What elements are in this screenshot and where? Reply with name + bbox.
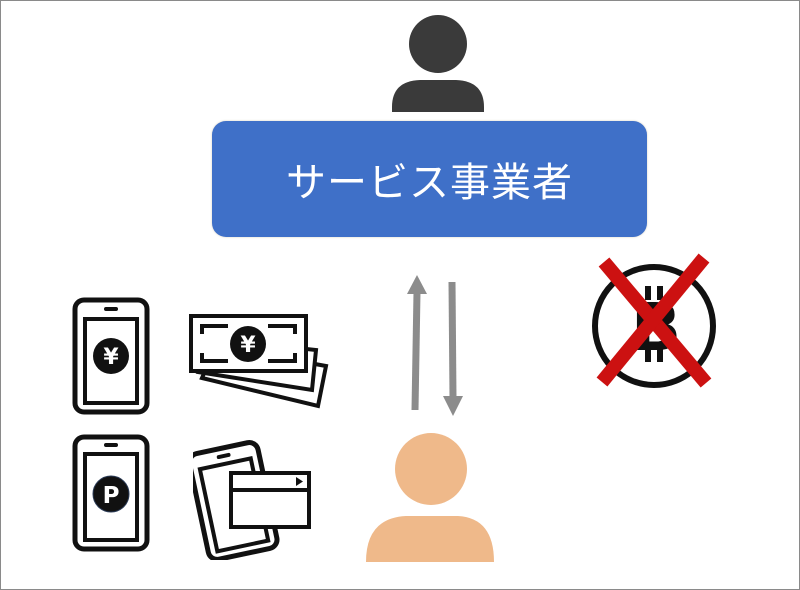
- smartphone-points-icon: P: [72, 434, 150, 552]
- svg-text:¥: ¥: [103, 345, 119, 370]
- tablet-card-payment-icon: [193, 435, 323, 560]
- svg-text:P: P: [103, 483, 120, 509]
- smartphone-yen-icon: ¥: [72, 297, 150, 415]
- exchange-arrows: [400, 270, 470, 420]
- user-person-icon: [366, 432, 494, 562]
- red-cross-icon: [596, 253, 712, 388]
- arrow-down-icon: [443, 281, 463, 416]
- cash-banknotes-icon: ¥: [188, 312, 333, 412]
- provider-person-icon: [390, 15, 490, 112]
- bitcoin-crossed-out-icon: B: [590, 250, 725, 390]
- service-provider-box: サービス事業者: [212, 121, 647, 237]
- svg-text:¥: ¥: [240, 333, 256, 358]
- arrow-up-icon: [407, 275, 427, 411]
- service-provider-label: サービス事業者: [286, 160, 573, 206]
